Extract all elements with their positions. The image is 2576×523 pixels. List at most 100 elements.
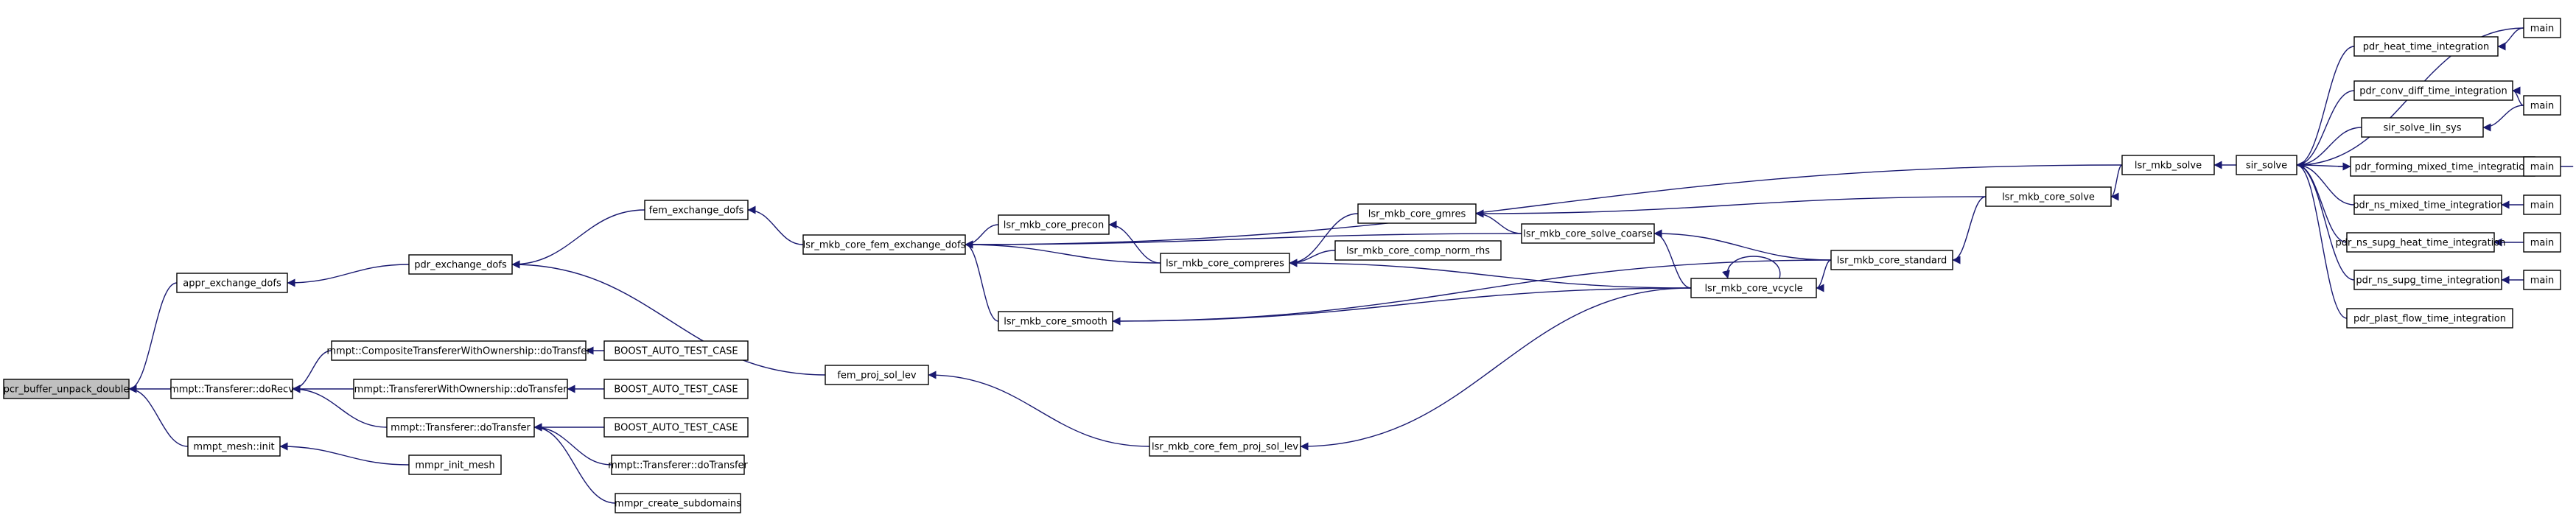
node-box[interactable] xyxy=(170,379,293,399)
node-box[interactable] xyxy=(998,214,1110,235)
graph-node-mmpr-create-subdomains[interactable]: mmpr_create_subdomains xyxy=(615,493,741,513)
graph-node-pdr-forming-mixed-time-integration[interactable]: pdr_forming_mixed_time_integration xyxy=(2350,156,2535,177)
node-box[interactable] xyxy=(2236,155,2297,175)
graph-node-boost-auto-test-case[interactable]: BOOST_AUTO_TEST_CASE xyxy=(603,379,749,399)
graph-node-main[interactable]: main xyxy=(2523,194,2561,215)
node-box[interactable] xyxy=(1985,186,2112,207)
node-box[interactable] xyxy=(1690,278,1817,298)
graph-node-pdr-ns-supg-heat-time-integration[interactable]: pdr_ns_supg_heat_time_integration xyxy=(2336,232,2506,253)
graph-node-boost-auto-test-case[interactable]: BOOST_AUTO_TEST_CASE xyxy=(603,340,749,361)
edge-n18-to-n17 xyxy=(2296,46,2355,169)
node-label: main xyxy=(2530,24,2554,35)
graph-node-mmpt-compositetransfererwithownership-dotransfer[interactable]: mmpt::CompositeTransfererWithOwnership::… xyxy=(326,340,591,361)
edge-n14-to-n12 xyxy=(1653,229,1832,261)
node-box[interactable] xyxy=(2523,156,2561,177)
graph-node-lsr-mkb-core-precon[interactable]: lsr_mkb_core_precon xyxy=(998,214,1110,235)
node-box[interactable] xyxy=(331,340,587,361)
node-box[interactable] xyxy=(2523,95,2561,116)
node-box[interactable] xyxy=(825,365,929,385)
edge-n13-to-n13 xyxy=(1722,256,1781,279)
graph-node-lsr-mkb-core-compreres[interactable]: lsr_mkb_core_compreres xyxy=(1160,253,1290,273)
node-box[interactable] xyxy=(2350,156,2535,177)
graph-node-mmpt-transferer-dotransfer[interactable]: mmpt::Transferer::doTransfer xyxy=(386,417,535,438)
graph-node-lsr-mkb-core-solve-coarse[interactable]: lsr_mkb_core_solve_coarse xyxy=(1521,223,1655,244)
node-box[interactable] xyxy=(998,311,1113,331)
graph-node-sir-solve[interactable]: sir_solve xyxy=(2236,155,2297,175)
node-box[interactable] xyxy=(2346,308,2513,329)
graph-node-pdr-heat-time-integration[interactable]: pdr_heat_time_integration xyxy=(2353,36,2499,57)
node-box[interactable] xyxy=(187,436,281,457)
graph-node-lsr-mkb-core-fem-proj-sol-lev[interactable]: lsr_mkb_core_fem_proj_sol_lev xyxy=(1149,436,1301,457)
node-box[interactable] xyxy=(2353,36,2499,57)
node-box[interactable] xyxy=(1334,240,1502,261)
node-box[interactable] xyxy=(3,379,130,399)
node-box[interactable] xyxy=(1357,203,1477,224)
node-box[interactable] xyxy=(644,200,749,220)
graph-node-lsr-mkb-core-fem-exchange-dofs[interactable]: lsr_mkb_core_fem_exchange_dofs xyxy=(802,234,966,255)
node-box[interactable] xyxy=(2353,80,2513,101)
node-box[interactable] xyxy=(1521,223,1655,244)
node-box[interactable] xyxy=(408,454,502,475)
node-box[interactable] xyxy=(603,340,749,361)
graph-node-mmpt-transferer-dotransfer[interactable]: mmpt::Transferer::doTransfer xyxy=(608,454,749,475)
node-label: fem_exchange_dofs xyxy=(649,206,744,217)
node-box[interactable] xyxy=(176,273,288,293)
graph-node-lsr-mkb-core-comp-norm-rhs[interactable]: lsr_mkb_core_comp_norm_rhs xyxy=(1334,240,1502,261)
node-label: BOOST_AUTO_TEST_CASE xyxy=(614,423,738,434)
graph-node-pdr-plast-flow-time-integration[interactable]: pdr_plast_flow_time_integration xyxy=(2346,308,2513,329)
node-box[interactable] xyxy=(603,417,749,438)
graph-node-main[interactable]: main xyxy=(2523,270,2561,290)
edge-n5-to-n4 xyxy=(511,209,645,269)
node-box[interactable] xyxy=(611,454,745,475)
node-box[interactable] xyxy=(2353,194,2502,215)
node-label: main xyxy=(2530,238,2554,249)
node-box[interactable] xyxy=(2523,194,2561,215)
node-box[interactable] xyxy=(408,254,513,275)
graph-node-pdr-ns-mixed-time-integration[interactable]: pdr_ns_mixed_time_integration xyxy=(2353,194,2503,215)
graph-node-fem-exchange-dofs[interactable]: fem_exchange_dofs xyxy=(644,200,749,220)
node-box[interactable] xyxy=(2523,270,2561,290)
node-box[interactable] xyxy=(2361,117,2484,138)
node-box[interactable] xyxy=(802,234,966,255)
graph-node-fem-proj-sol-lev[interactable]: fem_proj_sol_lev xyxy=(825,365,929,385)
edge-n13-to-n9 xyxy=(1112,287,1692,326)
graph-node-pdr-exchange-dofs[interactable]: pdr_exchange_dofs xyxy=(408,254,513,275)
node-label: mmpt::Transferer::doRecv xyxy=(169,385,294,396)
node-box[interactable] xyxy=(2353,270,2502,290)
graph-node-lsr-mkb-core-standard[interactable]: lsr_mkb_core_standard xyxy=(1830,250,1953,270)
node-box[interactable] xyxy=(1830,250,1953,270)
node-label: lsr_mkb_core_solve_coarse xyxy=(1523,229,1653,240)
node-box[interactable] xyxy=(353,379,568,399)
graph-node-lsr-mkb-solve[interactable]: lsr_mkb_solve xyxy=(2121,155,2215,175)
graph-node-main[interactable]: main xyxy=(2523,232,2561,253)
node-box[interactable] xyxy=(2523,232,2561,253)
node-box[interactable] xyxy=(2121,155,2215,175)
node-label: mmpt::TransfererWithOwnership::doTransfe… xyxy=(354,385,567,396)
node-box[interactable] xyxy=(2346,232,2495,253)
graph-node-sir-solve-lin-sys[interactable]: sir_solve_lin_sys xyxy=(2361,117,2484,138)
node-box[interactable] xyxy=(603,379,749,399)
graph-node-lsr-mkb-core-solve[interactable]: lsr_mkb_core_solve xyxy=(1985,186,2112,207)
graph-node-appr-exchange-dofs[interactable]: appr_exchange_dofs xyxy=(176,273,288,293)
graph-node-mmpt-mesh-init[interactable]: mmpt_mesh::init xyxy=(187,436,281,457)
edge-n1-to-n0 xyxy=(128,282,178,393)
graph-node-main[interactable]: main xyxy=(2523,18,2561,38)
graph-node-pdr-conv-diff-time-integration[interactable]: pdr_conv_diff_time_integration xyxy=(2353,80,2513,101)
graph-node-lsr-mkb-core-smooth[interactable]: lsr_mkb_core_smooth xyxy=(998,311,1113,331)
node-box[interactable] xyxy=(2523,18,2561,38)
node-box[interactable] xyxy=(1149,436,1301,457)
graph-node-lsr-mkb-core-vcycle[interactable]: lsr_mkb_core_vcycle xyxy=(1690,278,1817,298)
edge-n24-to-n17 xyxy=(2296,161,2355,281)
graph-node-boost-auto-test-case[interactable]: BOOST_AUTO_TEST_CASE xyxy=(603,417,749,438)
node-box[interactable] xyxy=(1160,253,1290,273)
graph-node-mmpt-transferer-dorecv[interactable]: mmpt::Transferer::doRecv xyxy=(169,379,294,399)
graph-node-pcr-buffer-unpack-double[interactable]: pcr_buffer_unpack_double xyxy=(3,379,130,399)
graph-node-main[interactable]: main xyxy=(2523,95,2561,116)
graph-node-lsr-mkb-core-gmres[interactable]: lsr_mkb_core_gmres xyxy=(1357,203,1477,224)
graph-node-mmpr-init-mesh[interactable]: mmpr_init_mesh xyxy=(408,454,502,475)
node-box[interactable] xyxy=(386,417,535,438)
graph-node-pdr-ns-supg-time-integration[interactable]: pdr_ns_supg_time_integration xyxy=(2353,270,2502,290)
graph-node-mmpt-transfererwithownership-dotransfer[interactable]: mmpt::TransfererWithOwnership::doTransfe… xyxy=(353,379,568,399)
graph-node-main[interactable]: main xyxy=(2523,156,2561,177)
node-box[interactable] xyxy=(615,493,741,513)
